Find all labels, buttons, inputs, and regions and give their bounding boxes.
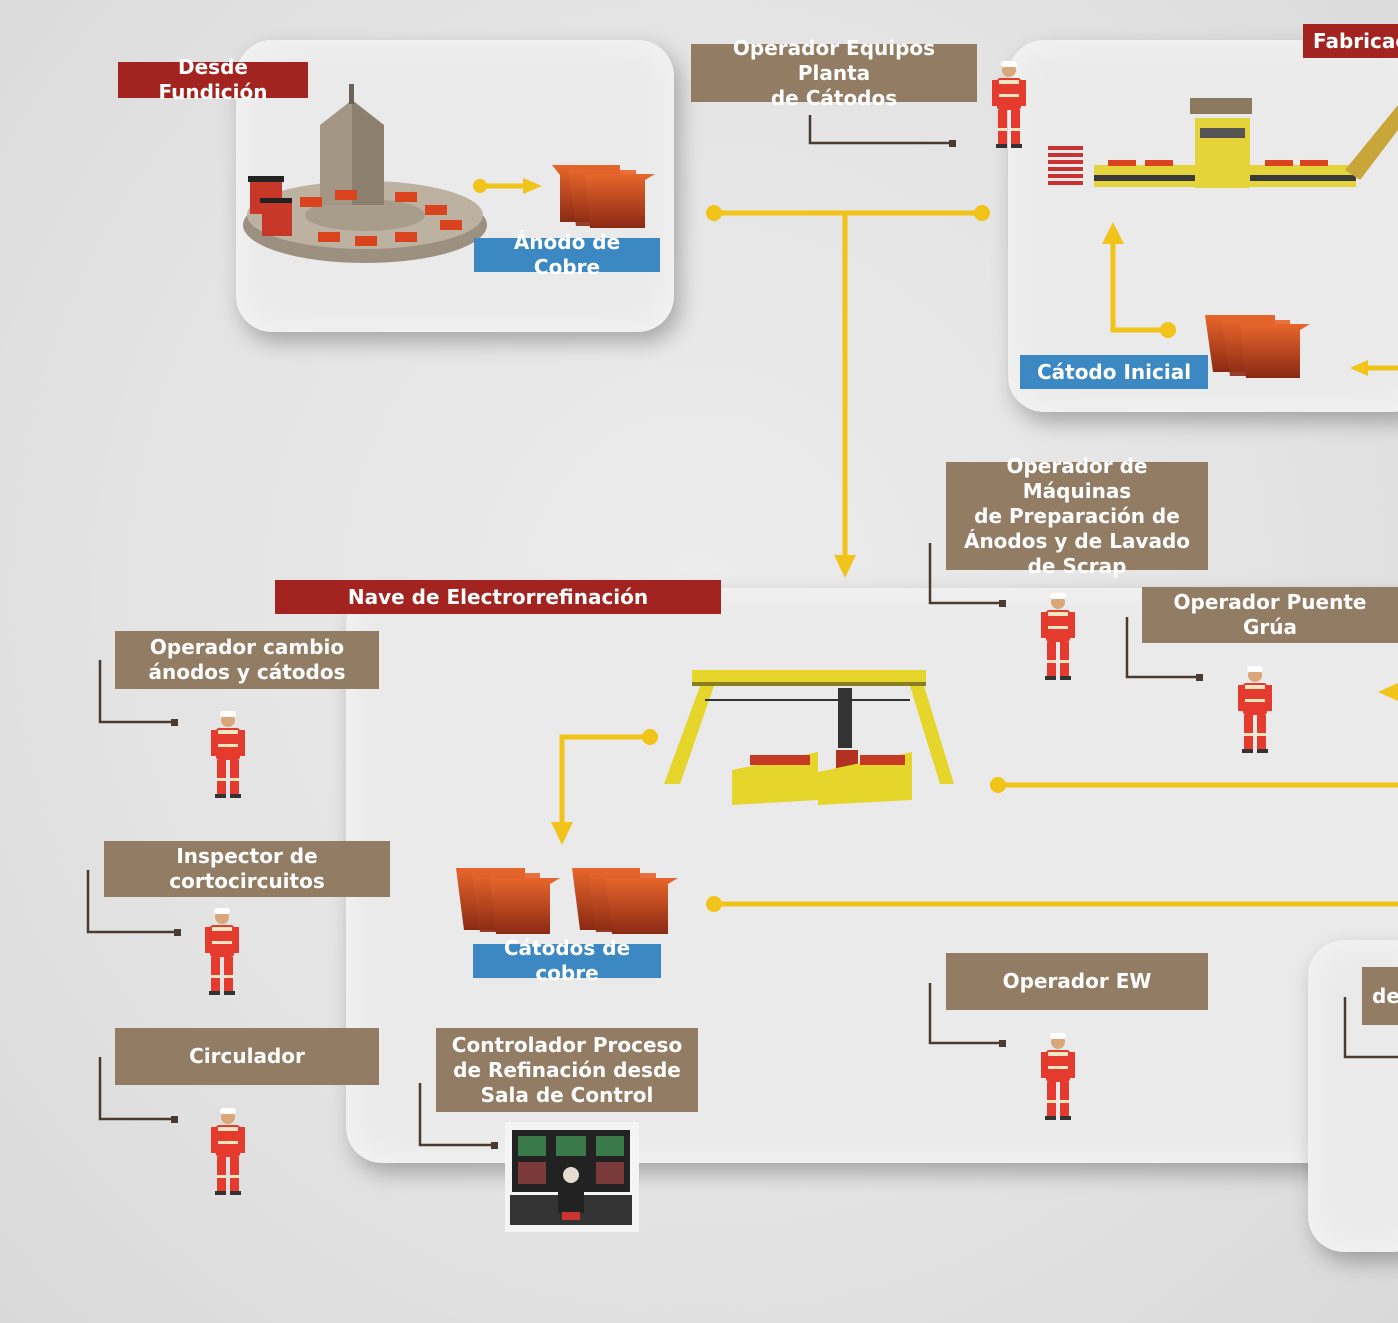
worker-icon <box>211 711 245 798</box>
label-catodo-inicial: Cátodo Inicial <box>1020 355 1208 389</box>
label-catodos-cobre: Cátodos de cobre <box>473 936 661 985</box>
label-controlador-proceso: Controlador Proceso de Refinación desde … <box>436 1028 698 1112</box>
worker-icon <box>1041 1033 1075 1120</box>
worker-icon <box>1238 666 1272 753</box>
label-des-partial: des <box>1362 967 1398 1025</box>
label-fabricacion: Fabricac <box>1303 24 1398 58</box>
worker-icon <box>1041 593 1075 680</box>
label-operador-equipos-planta: Operador Equipos Planta de Cátodos <box>691 36 977 110</box>
label-nave-electrorrefinacion: Nave de Electrorrefinación <box>275 580 721 614</box>
worker-icon <box>992 61 1026 148</box>
label-operador-cambio: Operador cambio ánodos y cátodos <box>115 631 379 689</box>
worker-icon <box>205 908 239 995</box>
label-operador-maquinas: Operador de Máquinas de Preparación de Á… <box>946 454 1208 578</box>
worker-icon <box>211 1108 245 1195</box>
label-desde-fundicion: Desde Fundición <box>118 55 308 104</box>
label-circulador: Circulador <box>115 1028 379 1085</box>
label-operador-puente-grua: Operador Puente Grúa <box>1142 587 1398 643</box>
label-inspector-cortocircuitos: Inspector de cortocircuitos <box>104 841 390 897</box>
label-anodo-cobre: Ánodo de Cobre <box>474 230 660 279</box>
label-operador-ew: Operador EW <box>946 953 1208 1010</box>
